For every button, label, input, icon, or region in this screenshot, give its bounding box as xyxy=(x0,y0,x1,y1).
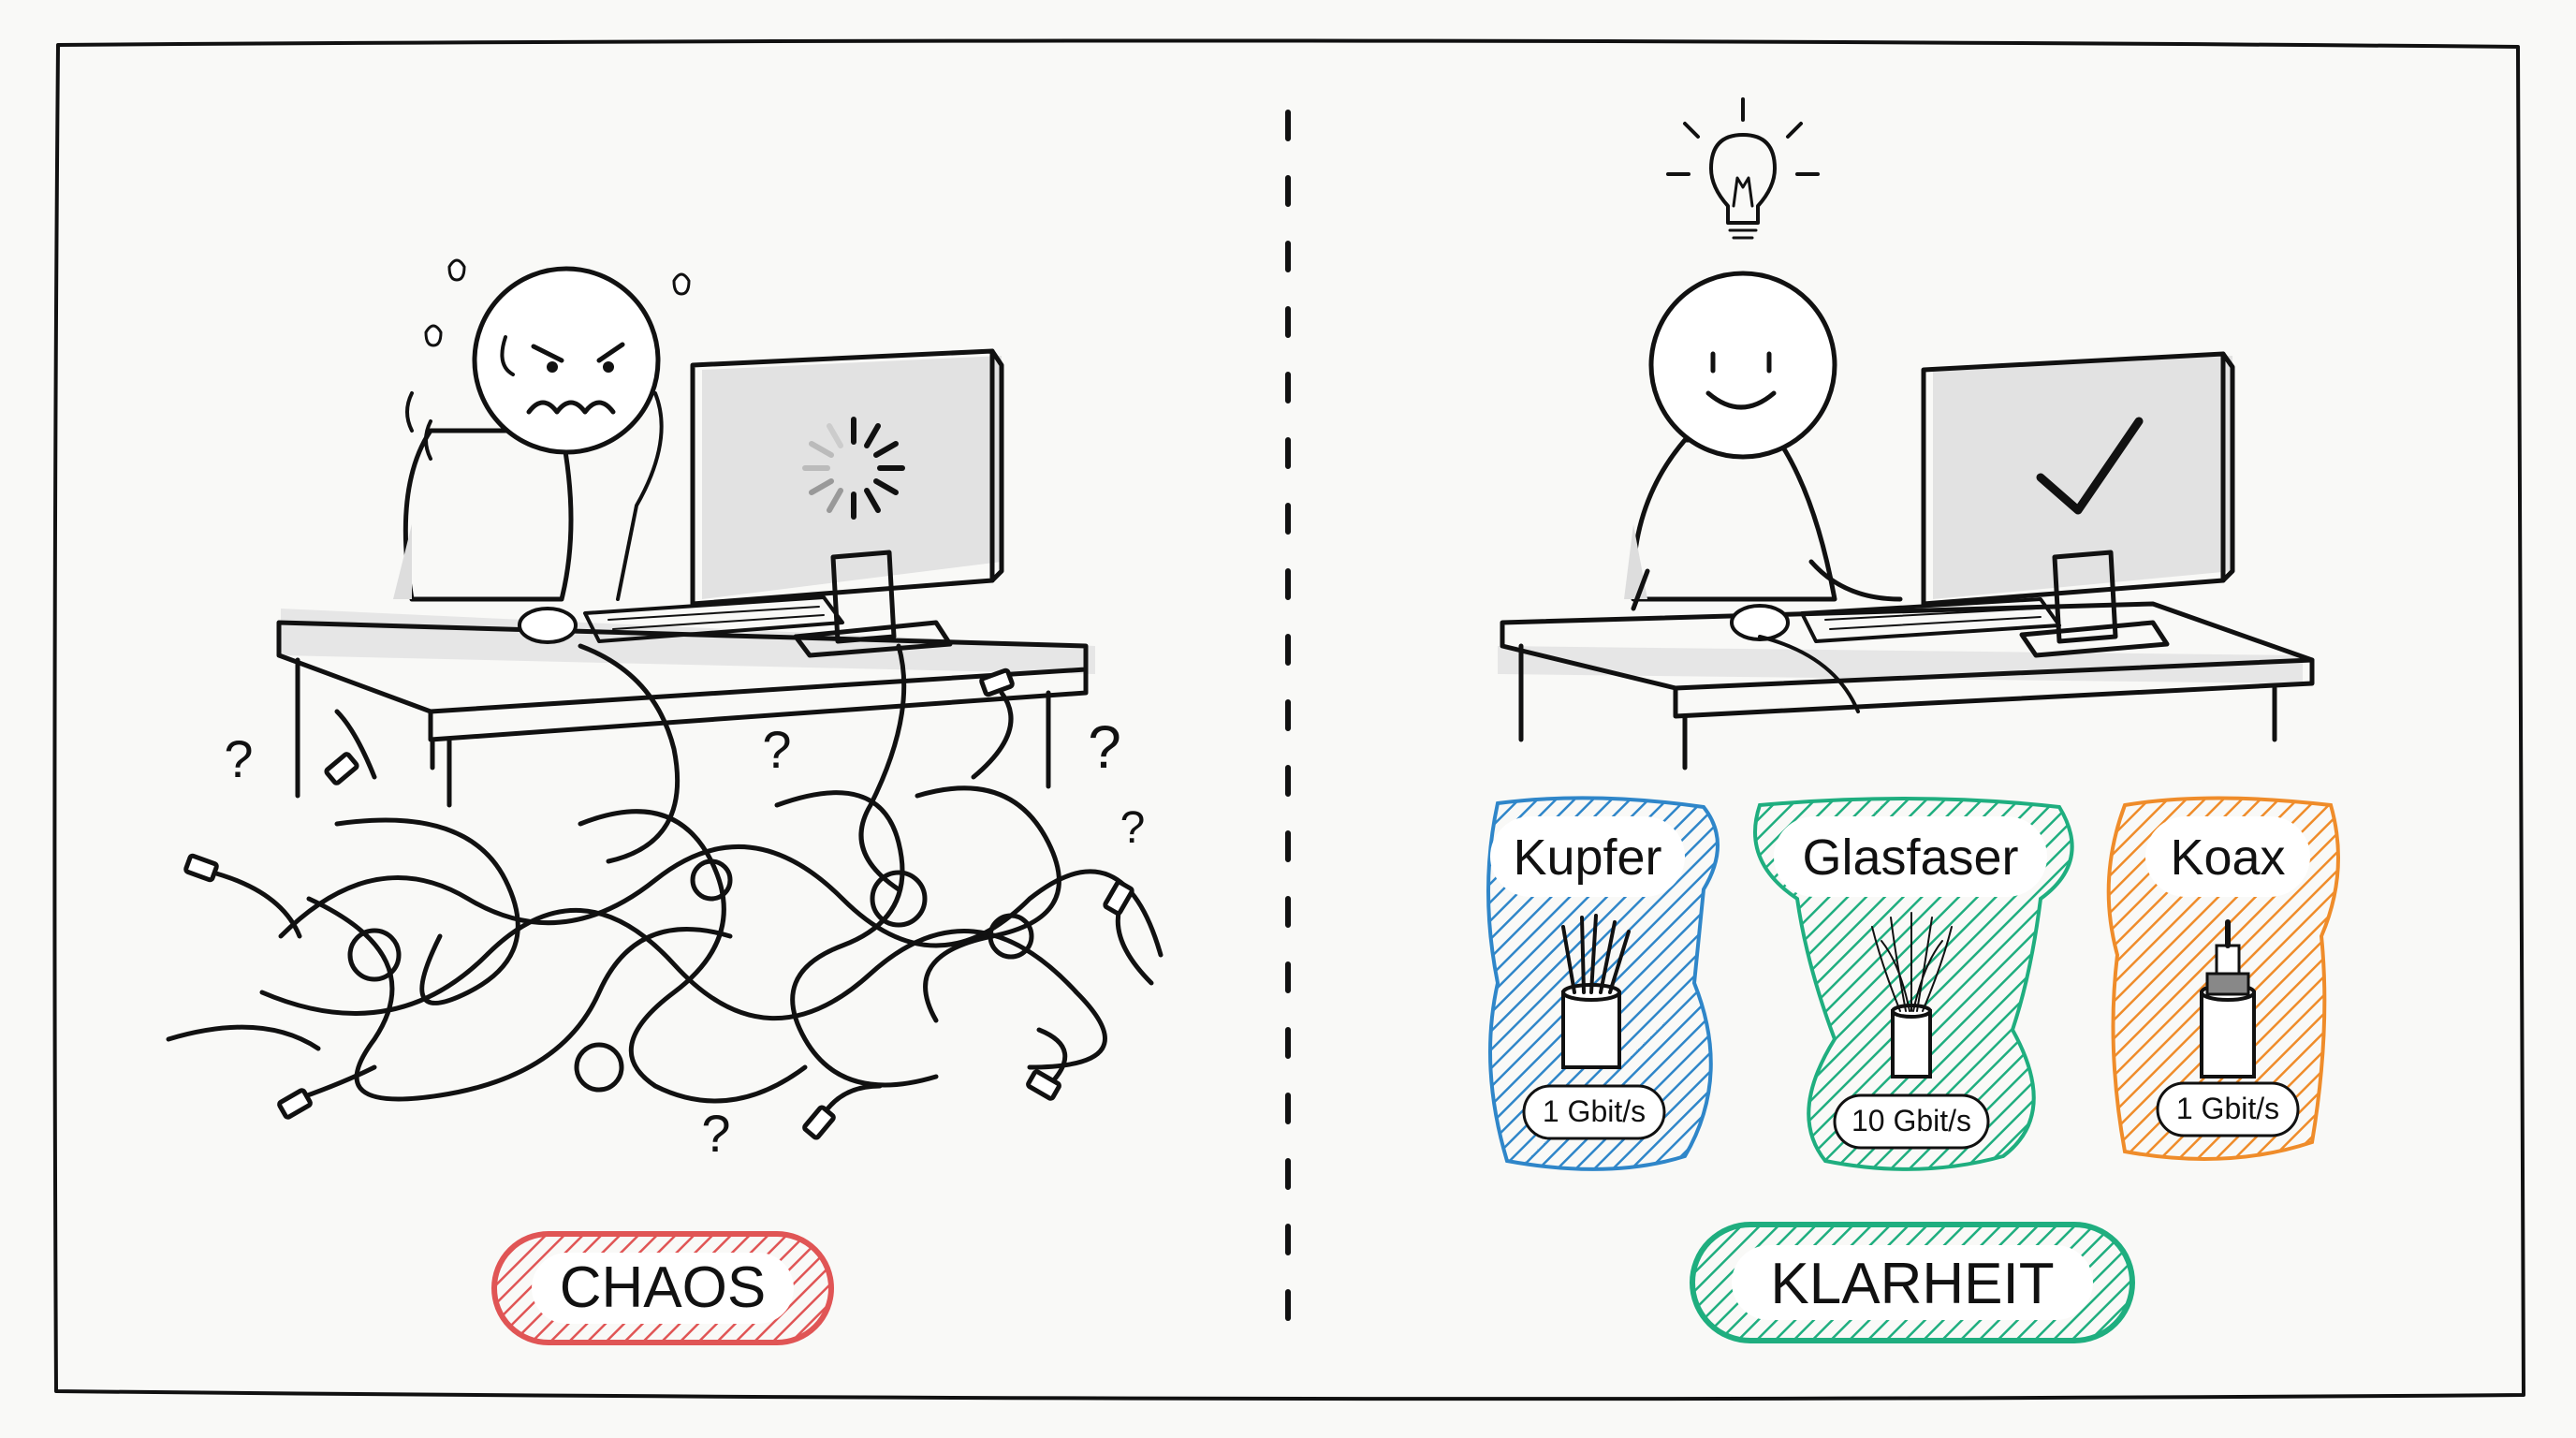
cable-card-kupfer: Kupfer 1 Gbit/s xyxy=(1486,796,1720,1171)
right-mouse xyxy=(1730,604,1790,641)
loading-spinner-icon xyxy=(802,417,905,520)
question-mark: ? xyxy=(762,720,791,779)
left-scene: ? ? ? ? ? CHAOS xyxy=(166,258,1164,1345)
cable-speed: 1 Gbit/s xyxy=(1543,1094,1646,1128)
left-mouse xyxy=(518,607,578,644)
klarheit-label: KLARHEIT xyxy=(1690,1222,2135,1343)
question-mark: ? xyxy=(701,1104,730,1163)
happy-person xyxy=(1624,271,1903,611)
copper-cable-icon xyxy=(1561,914,1631,1069)
right-scene: Kupfer 1 Gbit/s Glasfaser 10 Gbit/s xyxy=(1486,97,2340,1343)
right-monitor xyxy=(1921,351,2235,658)
svg-text:KLARHEIT: KLARHEIT xyxy=(1770,1252,2054,1316)
question-mark: ? xyxy=(224,729,253,788)
cable-card-koax: Koax 1 Gbit/s xyxy=(2106,796,2340,1161)
chaos-label: CHAOS xyxy=(491,1231,834,1345)
outer-frame xyxy=(52,38,2525,1401)
checkmark-icon xyxy=(2036,417,2144,515)
left-keyboard xyxy=(583,595,844,643)
cable-name: Koax xyxy=(2170,829,2285,886)
right-desk xyxy=(1500,601,2315,770)
question-mark: ? xyxy=(1120,803,1146,853)
tangled-cables xyxy=(166,643,1164,1140)
question-marks: ? ? ? ? ? xyxy=(224,713,1145,1163)
lightbulb-icon xyxy=(1666,97,1820,240)
left-monitor xyxy=(690,348,1004,658)
svg-text:CHAOS: CHAOS xyxy=(560,1255,766,1320)
fiber-cable-icon xyxy=(1871,912,1953,1078)
coax-cable-icon xyxy=(2200,919,2256,1078)
cable-name: Glasfaser xyxy=(1802,829,2018,886)
cable-card-glasfaser: Glasfaser 10 Gbit/s xyxy=(1753,796,2074,1171)
cable-speed: 1 Gbit/s xyxy=(2176,1092,2279,1125)
stressed-person xyxy=(393,258,691,602)
cable-speed: 10 Gbit/s xyxy=(1852,1104,1971,1137)
cable-name: Kupfer xyxy=(1513,829,1661,886)
question-mark: ? xyxy=(1088,713,1121,781)
stressed-face xyxy=(472,266,661,455)
happy-face xyxy=(1648,271,1837,460)
right-keyboard xyxy=(1800,597,2061,643)
